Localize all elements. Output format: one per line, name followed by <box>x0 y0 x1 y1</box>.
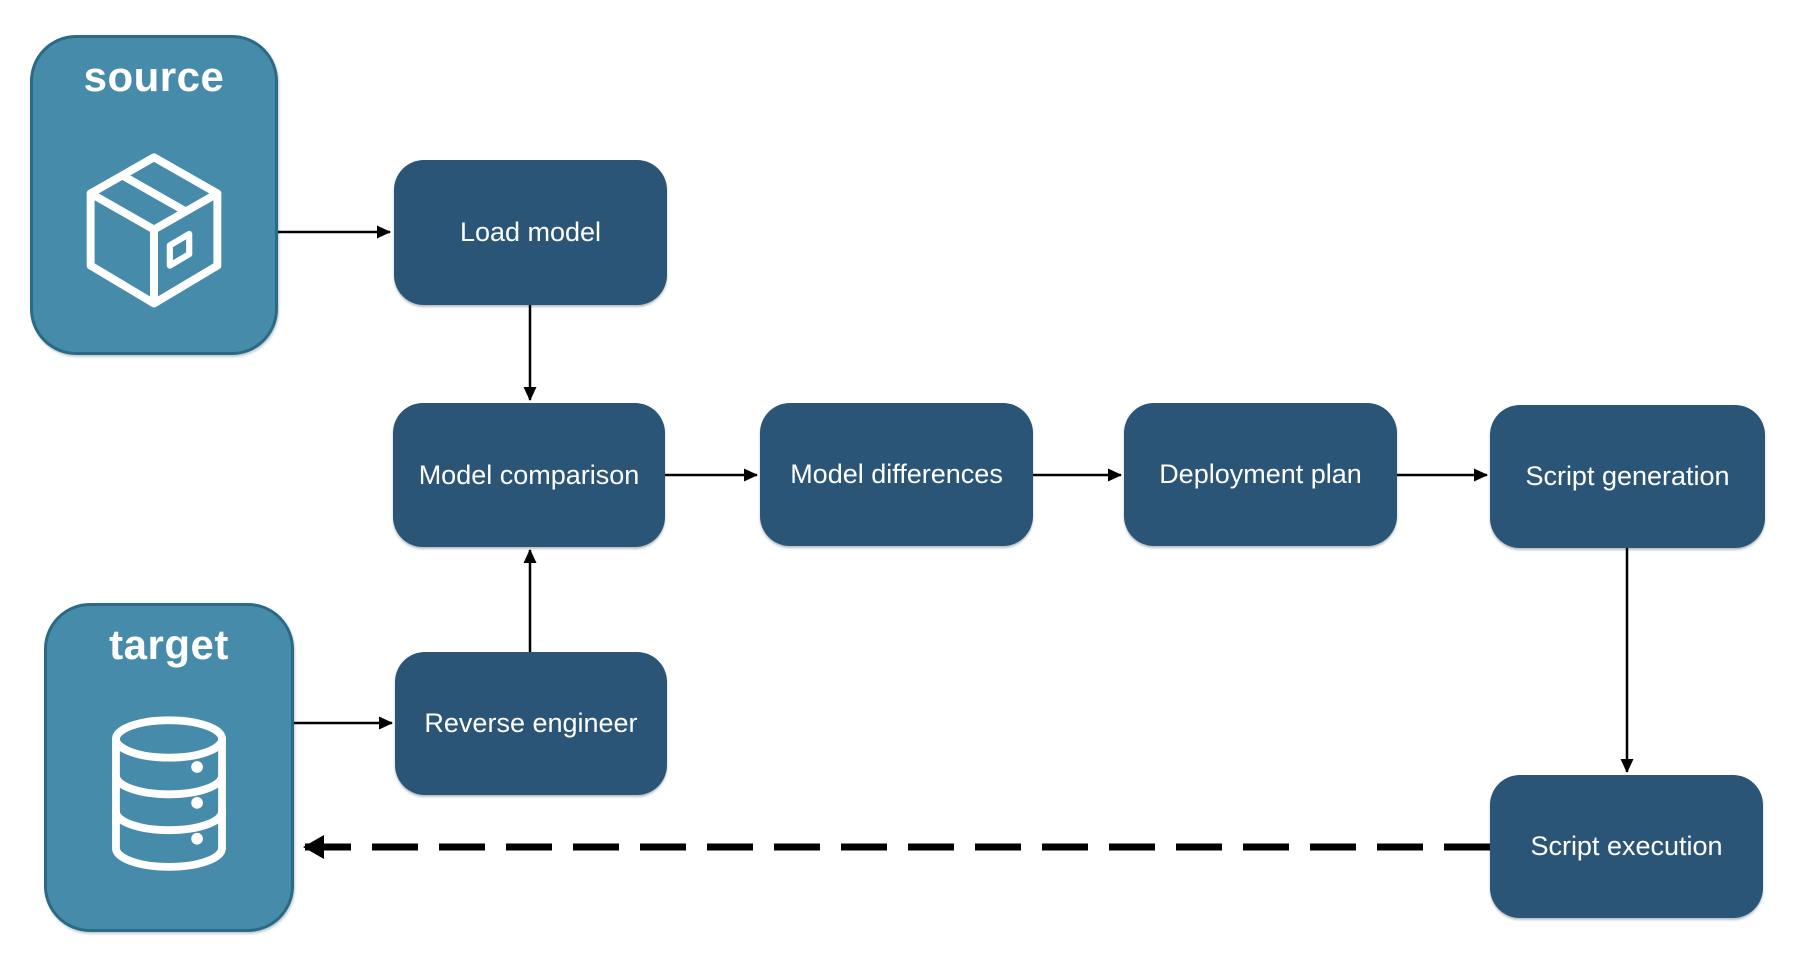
node-label: Model comparison <box>418 459 640 490</box>
container-target: target <box>44 603 294 932</box>
node-label: Deployment plan <box>1159 459 1362 490</box>
package-icon <box>33 100 275 352</box>
node-script-generation: Script generation <box>1490 405 1765 548</box>
node-label: Reverse engineer <box>424 708 638 739</box>
node-label: Script execution <box>1530 831 1723 862</box>
node-deployment-plan: Deployment plan <box>1124 403 1397 546</box>
source-label: source <box>83 53 225 100</box>
node-label: Load model <box>459 217 602 248</box>
node-reverse-engineer: Reverse engineer <box>395 652 667 795</box>
node-model-comparison: Model comparison <box>393 403 665 547</box>
node-script-execution: Script execution <box>1490 775 1763 918</box>
node-model-differences: Model differences <box>760 403 1033 546</box>
node-label: Model differences <box>790 459 1003 490</box>
target-label: target <box>109 621 229 668</box>
node-label: Script generation <box>1525 461 1730 492</box>
container-source: source <box>30 35 278 355</box>
node-load-model: Load model <box>394 160 667 305</box>
database-icon <box>47 668 291 929</box>
